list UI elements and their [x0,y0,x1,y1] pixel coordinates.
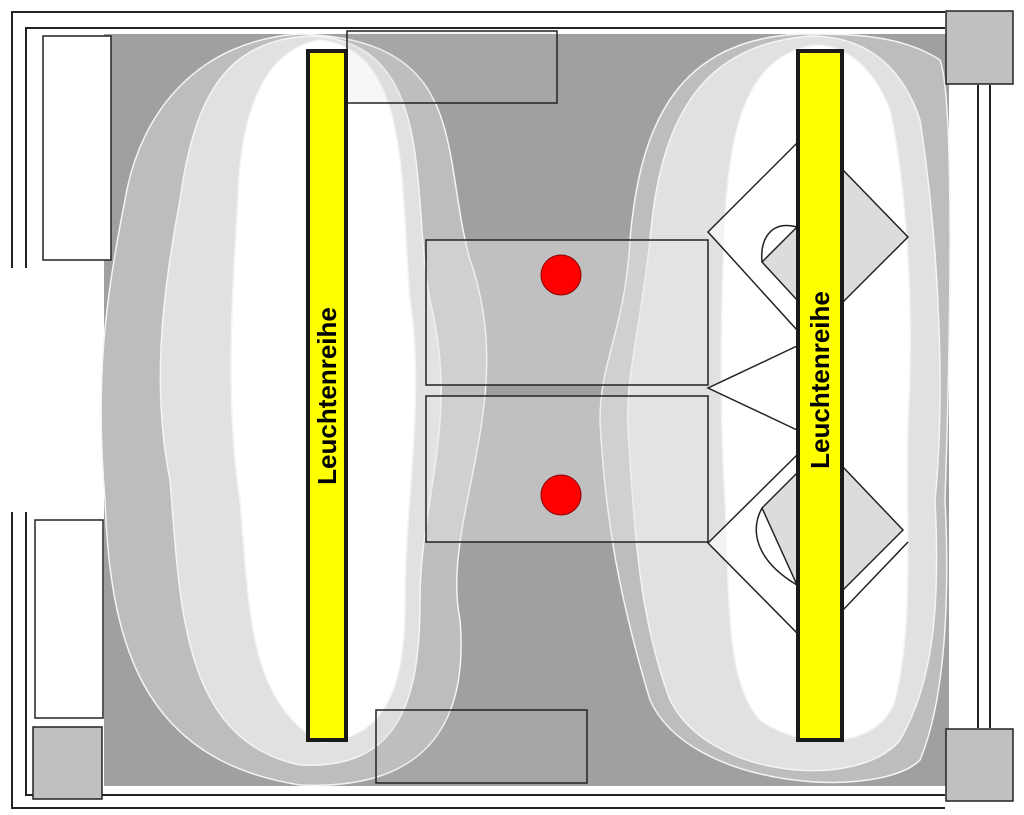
pillar-bottom-right [945,728,1014,802]
luminaire-row-right: Leuchtenreihe [796,49,844,742]
luminaire-row-label: Leuchtenreihe [312,307,342,485]
pillar-bottom-left [32,726,103,800]
luminaire-row-label: Leuchtenreihe [805,291,835,469]
desk-bottom [425,395,709,543]
pillar-top-right [945,10,1014,85]
cabinet-top-left [42,35,112,261]
cabinet-bottom-left [34,519,104,719]
walls [11,11,991,809]
shelf-bottom [375,709,588,784]
workstation-marker-1 [540,254,582,296]
shelf-top [346,30,558,104]
workstation-marker-2 [540,474,582,516]
illuminance-zones-left [100,33,488,787]
luminaire-row-left: Leuchtenreihe [306,49,348,742]
